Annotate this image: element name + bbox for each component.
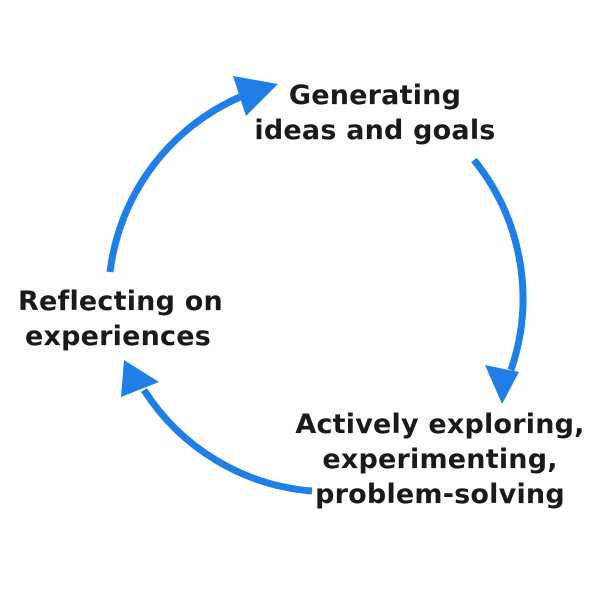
arrow-reflect-to-generate xyxy=(106,76,278,273)
node-exploring-line2: experimenting, xyxy=(322,444,558,475)
node-generating-line1: Generating xyxy=(288,80,462,111)
node-generating-ideas: Generating ideas and goals xyxy=(250,78,500,148)
node-generating-line2: ideas and goals xyxy=(254,115,496,146)
arc-generate-to-explore xyxy=(471,157,527,372)
node-reflecting-line1: Reflecting on xyxy=(18,286,223,317)
node-exploring-line3: problem-solving xyxy=(315,479,565,510)
node-exploring-line1: Actively exploring, xyxy=(295,409,585,440)
node-reflecting-line2: experiences xyxy=(24,321,212,352)
arrow-generate-to-explore xyxy=(471,157,527,404)
arrow-explore-to-reflect xyxy=(121,360,313,495)
arc-explore-to-reflect xyxy=(141,388,313,495)
node-reflecting: Reflecting on experiences xyxy=(18,284,223,354)
arrowhead-explore-to-reflect xyxy=(121,360,159,397)
arrowhead-generate-to-explore xyxy=(485,365,519,404)
arc-reflect-to-generate xyxy=(106,93,242,273)
node-actively-exploring: Actively exploring, experimenting, probl… xyxy=(290,407,590,512)
arrowhead-reflect-to-generate xyxy=(233,76,278,116)
